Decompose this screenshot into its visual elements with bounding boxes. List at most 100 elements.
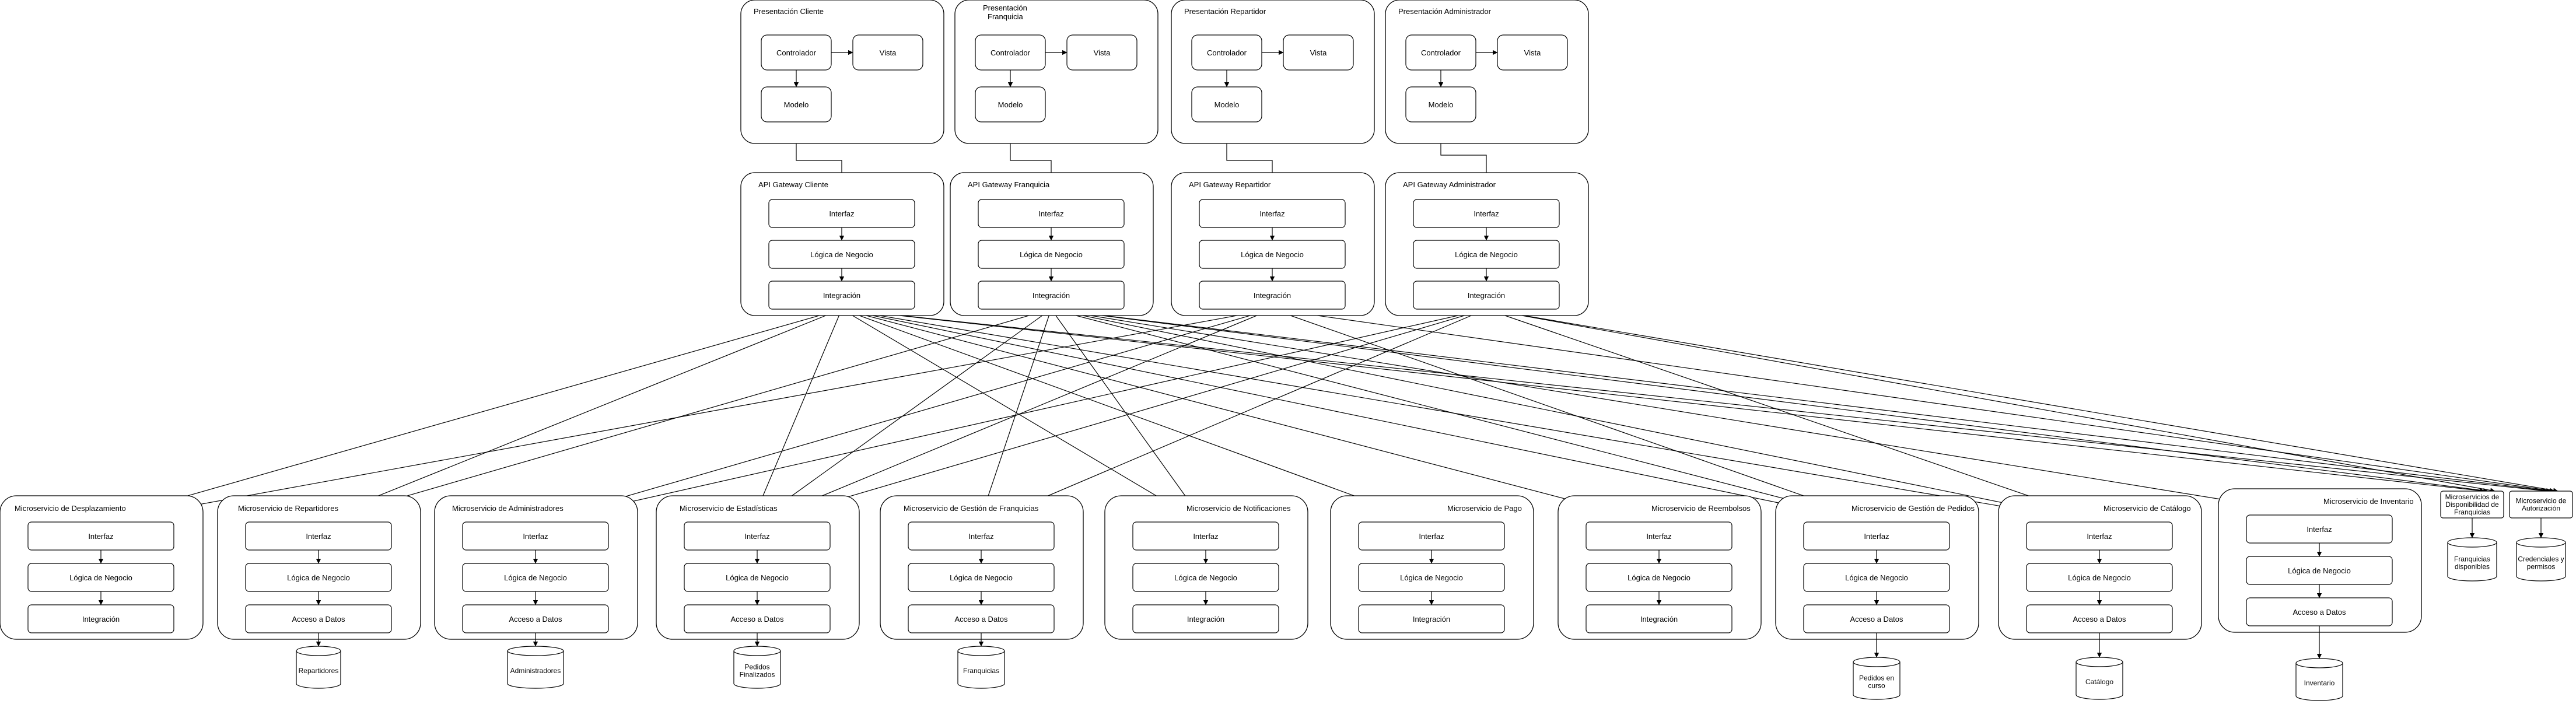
microservice-layer-data-label: Acceso a Datos <box>292 615 345 624</box>
gateway-layer-logic: Lógica de Negocio <box>768 240 915 269</box>
view-box: Vista <box>1497 34 1568 71</box>
microservice-layer-interface: Interfaz <box>1803 521 1950 551</box>
controller-box-label: Controlador <box>1421 48 1461 57</box>
database-2: Administradores <box>507 646 564 689</box>
microservice-layer-interface: Interfaz <box>684 521 831 551</box>
microservice-layer-data: Acceso a Datos <box>2246 597 2393 626</box>
microservice-layer-logic: Lógica de Negocio <box>245 563 392 592</box>
microservice-1: Microservicio de RepartidoresInterfazLóg… <box>217 495 421 689</box>
microservice-layer-interface: Interfaz <box>2026 521 2173 551</box>
microservice-layer-logic: Lógica de Negocio <box>2026 563 2173 592</box>
gateway-layer-integration-label: Integración <box>1254 291 1291 300</box>
model-box-label: Modelo <box>1429 100 1454 109</box>
microservice-layer-logic-label: Lógica de Negocio <box>2288 566 2351 575</box>
gateway-layer-integration-label: Integración <box>823 291 860 300</box>
microservice-10: Microservicio de InventarioInterfazLógic… <box>2218 488 2422 701</box>
microservice-title: Microservicio de Administradores <box>452 504 564 513</box>
small-database-0-body <box>2447 537 2497 582</box>
microservice-layer-logic: Lógica de Negocio <box>27 563 174 592</box>
gateway-layer-logic: Lógica de Negocio <box>978 240 1125 269</box>
microservice-layer-interface-label: Interfaz <box>2087 532 2112 541</box>
gateway-to-service-arrow <box>841 309 2095 524</box>
gateway-to-service-arrow <box>751 309 842 523</box>
microservice-8: Microservicio de Gestión de PedidosInter… <box>1775 495 1979 700</box>
gateway-to-service-arrow <box>1051 309 2552 493</box>
microservice-layer-data: Integración <box>1358 604 1505 633</box>
gateway-to-service-arrow <box>1486 309 2496 493</box>
microservice-title: Microservicio de Gestión de Pedidos <box>1852 504 1975 513</box>
database-1-rim <box>296 650 341 656</box>
view-box: Vista <box>1283 34 1354 71</box>
gateway-to-service-arrow <box>758 309 1273 523</box>
controller-box: Controlador <box>975 34 1046 71</box>
microservice-layer-data-label: Acceso a Datos <box>509 615 562 624</box>
microservice-7: Microservicio de ReembolsosInterfazLógic… <box>1558 495 1762 640</box>
microservice-layer-logic: Lógica de Negocio <box>1586 563 1732 592</box>
microservice-layer-data: Integración <box>1586 604 1732 633</box>
microservice-layer-interface: Interfaz <box>1586 521 1732 551</box>
gateway-to-service-arrow <box>841 309 2485 493</box>
microservice-layer-interface-label: Interfaz <box>306 532 331 541</box>
database-9-rim <box>2076 661 2123 667</box>
microservice-layer-data-label: Acceso a Datos <box>954 615 1008 624</box>
microservice-title: Microservicio de Reembolsos <box>1651 504 1751 513</box>
database-2-body <box>507 646 564 689</box>
database-2-label: Administradores <box>510 667 561 675</box>
small-database-1-body <box>2516 537 2566 582</box>
microservice-layer-interface: Interfaz <box>1132 521 1279 551</box>
microservice-layer-logic-label: Lógica de Negocio <box>69 573 132 582</box>
microservice-layer-logic-label: Lógica de Negocio <box>1400 573 1463 582</box>
gateway-3: API Gateway AdministradorInterfazLógica … <box>1385 172 1589 316</box>
gateway-layer-logic-label: Lógica de Negocio <box>1020 250 1083 259</box>
gateway-layer-integration-label: Integración <box>1032 291 1070 300</box>
microservice-layer-data: Acceso a Datos <box>1803 604 1950 633</box>
microservice-title: Microservicio de Pago <box>1447 504 1522 513</box>
presentation-title: Presentación Cliente <box>754 7 824 16</box>
view-box: Vista <box>852 34 923 71</box>
microservice-layer-data-label: Integración <box>1187 615 1224 624</box>
gateway-to-service-arrow <box>1051 309 1875 524</box>
gateway-to-service-arrow <box>1272 309 1879 523</box>
gateway-to-service-arrow <box>841 309 1427 523</box>
gateway-to-service-arrow <box>762 309 1487 523</box>
gateway-title: API Gateway Cliente <box>758 180 828 189</box>
gateway-to-service-arrow <box>1486 309 2558 493</box>
model-box-label: Modelo <box>1214 100 1240 109</box>
small-database-1-rim <box>2516 542 2566 548</box>
microservice-layer-logic-label: Lógica de Negocio <box>950 573 1013 582</box>
gateway-layer-logic-label: Lógica de Negocio <box>810 250 873 259</box>
microservice-0: Microservicio de DesplazamientoInterfazL… <box>0 495 204 640</box>
gateway-to-service-arrow <box>841 309 1654 524</box>
controller-box: Controlador <box>761 34 832 71</box>
gateway-to-service-arrow <box>841 309 1872 524</box>
gateway-to-service-arrow <box>313 309 842 523</box>
database-3-rim <box>733 650 781 656</box>
gateway-to-service-arrow <box>755 309 1052 523</box>
model-box-label: Modelo <box>784 100 809 109</box>
microservice-layer-data-label: Acceso a Datos <box>730 615 784 624</box>
microservice-layer-logic: Lógica de Negocio <box>1132 563 1279 592</box>
presentation-title: Presentación Repartidor <box>1184 7 1266 16</box>
gateway-to-service-arrow <box>316 309 1052 523</box>
gateway-layer-logic: Lógica de Negocio <box>1199 240 1346 269</box>
gateway-layer-integration: Integración <box>978 281 1125 310</box>
presentation-title: Presentación Administrador <box>1398 7 1492 16</box>
microservice-title: Microservicio de Gestión de Franquicias <box>904 504 1039 513</box>
microservice-2: Microservicio de AdministradoresInterfaz… <box>434 495 638 689</box>
gateway-to-service-arrow <box>986 309 1487 523</box>
controller-box: Controlador <box>1405 34 1476 71</box>
microservice-layer-logic-label: Lógica de Negocio <box>1845 573 1908 582</box>
microservice-layer-data: Integración <box>1132 604 1279 633</box>
gateway-layer-logic-label: Lógica de Negocio <box>1455 250 1518 259</box>
